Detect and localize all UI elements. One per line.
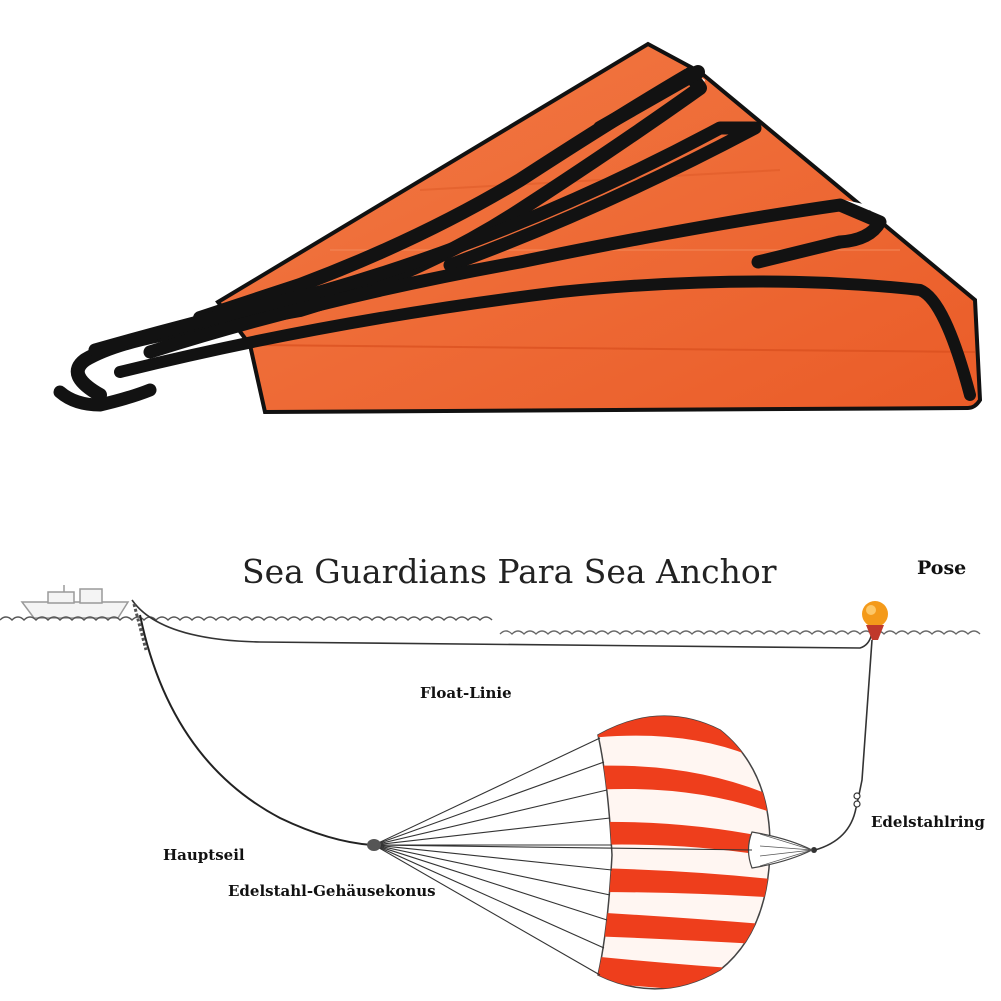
float-line (131, 599, 873, 649)
label-cone: Edelstahl-Gehäusekonus (228, 882, 436, 900)
label-float-line: Float-Linie (420, 684, 512, 702)
water-surface (0, 616, 493, 622)
main-rope (139, 614, 373, 846)
product-photo (53, 41, 983, 415)
label-ring: Edelstahlring (871, 813, 985, 831)
diagram-title: Sea Guardians Para Sea Anchor (242, 552, 777, 591)
buoy-icon (862, 601, 888, 640)
trip-line (814, 807, 857, 851)
buoy-line (855, 639, 873, 809)
boat-icon (20, 585, 130, 619)
sea-anchor-diagram: Sea Guardians Para Sea Anchor (0, 552, 985, 990)
stainless-cone (367, 839, 381, 851)
label-buoy: Pose (917, 557, 966, 579)
label-main-rope: Hauptseil (163, 846, 245, 864)
parachute-anchor-icon (373, 715, 814, 990)
anchor-fabric (215, 41, 983, 415)
black-straps (53, 65, 976, 412)
